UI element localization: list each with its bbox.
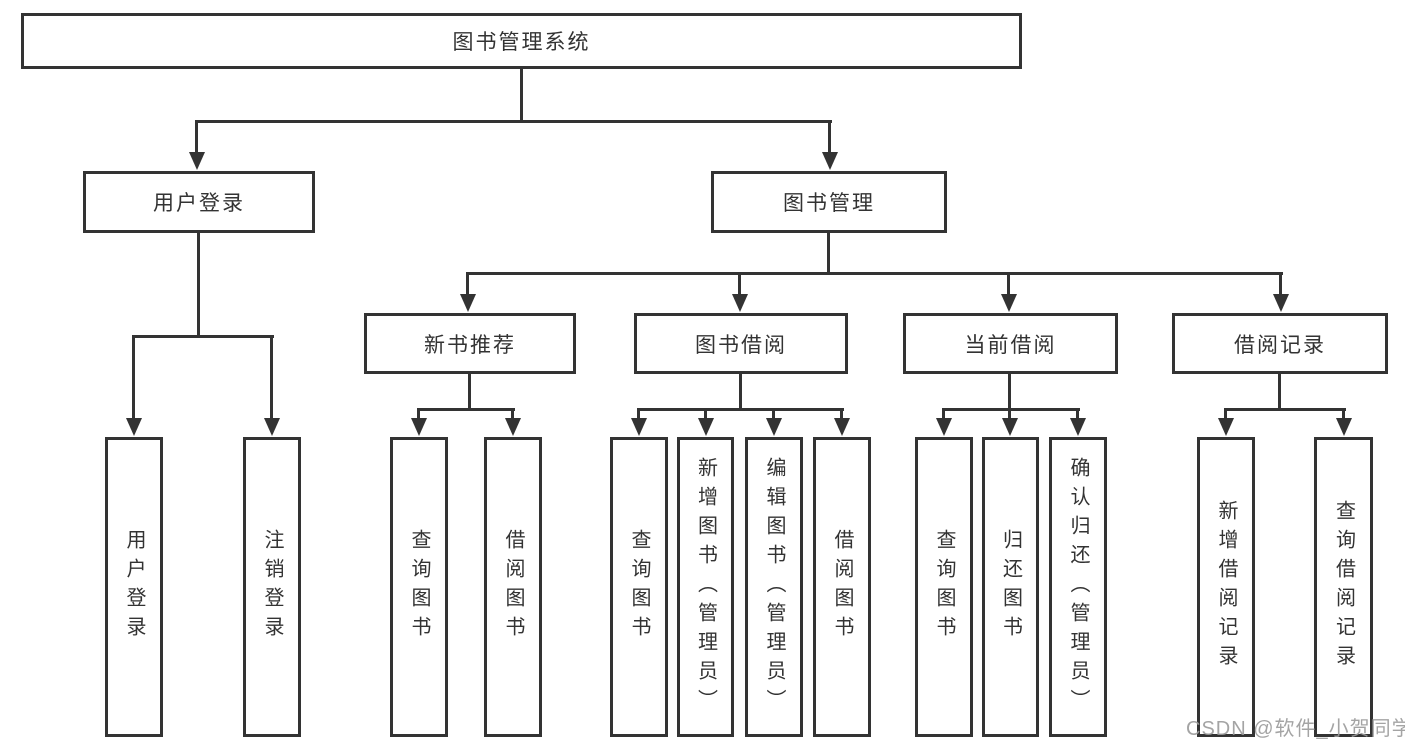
leaf-add-borrow-record: 新增借阅记录 (1197, 437, 1255, 737)
node-current-borrowing-label: 当前借阅 (964, 333, 1057, 357)
arrow-down-icon (264, 418, 280, 436)
node-book-management-branch-label: 图书管理 (783, 192, 875, 215)
leaf-query-books-1-label: 查询图书 (408, 529, 430, 645)
connector-line (637, 408, 844, 411)
connector-line (1008, 408, 1011, 420)
leaf-edit-books-admin: 编辑图书（管理员） (745, 437, 803, 737)
connector-line (1008, 374, 1011, 411)
arrow-down-icon (1070, 418, 1086, 436)
node-borrowing-records: 借阅记录 (1172, 313, 1388, 374)
leaf-confirm-return-admin: 确认归还（管理员） (1049, 437, 1107, 737)
leaf-user-login-label: 用户登录 (123, 529, 145, 645)
connector-line (1224, 408, 1227, 420)
connector-line (197, 233, 200, 338)
connector-line (466, 272, 1283, 275)
connector-line (511, 408, 514, 420)
leaf-borrow-books-2: 借阅图书 (813, 437, 871, 737)
connector-line (132, 335, 274, 338)
leaf-query-books-2: 查询图书 (610, 437, 668, 737)
connector-line (1342, 408, 1345, 420)
arrow-down-icon (822, 152, 838, 170)
arrow-down-icon (411, 418, 427, 436)
leaf-query-books-3-label: 查询图书 (933, 529, 955, 645)
connector-line (828, 120, 831, 154)
leaf-query-borrow-record: 查询借阅记录 (1314, 437, 1373, 737)
connector-line (637, 408, 640, 420)
arrow-down-icon (834, 418, 850, 436)
connector-line (772, 408, 775, 420)
node-book-borrowing: 图书借阅 (634, 313, 848, 374)
connector-line (270, 335, 273, 420)
leaf-confirm-return-admin-label: 确认归还（管理员） (1067, 456, 1089, 718)
leaf-borrow-books-1: 借阅图书 (484, 437, 542, 737)
arrow-down-icon (1336, 418, 1352, 436)
arrow-down-icon (1218, 418, 1234, 436)
connector-line (738, 272, 741, 296)
arrow-down-icon (936, 418, 952, 436)
connector-line (417, 408, 420, 420)
arrow-down-icon (460, 294, 476, 312)
arrow-down-icon (126, 418, 142, 436)
node-current-borrowing: 当前借阅 (903, 313, 1118, 374)
leaf-return-books-label: 归还图书 (999, 529, 1022, 645)
arrow-down-icon (698, 418, 714, 436)
connector-line (520, 69, 523, 123)
node-book-management-system-label: 图书管理系统 (452, 31, 591, 54)
connector-line (466, 272, 469, 296)
leaf-add-borrow-record-label: 新增借阅记录 (1215, 500, 1237, 674)
connector-line (417, 408, 515, 411)
leaf-logout-label: 注销登录 (261, 529, 283, 645)
leaf-query-borrow-record-label: 查询借阅记录 (1332, 500, 1355, 674)
connector-line (1007, 272, 1010, 296)
arrow-down-icon (732, 294, 748, 312)
node-user-login-branch: 用户登录 (83, 171, 315, 233)
connector-line (840, 408, 843, 420)
arrow-down-icon (1001, 294, 1017, 312)
leaf-borrow-books-1-label: 借阅图书 (502, 529, 524, 645)
leaf-query-books-3: 查询图书 (915, 437, 973, 737)
csdn-watermark: CSDN @软件_小贺同学 (1186, 718, 1405, 740)
connector-line (1224, 408, 1346, 411)
node-book-management-system: 图书管理系统 (21, 13, 1022, 69)
connector-line (704, 408, 707, 420)
connector-line (942, 408, 945, 420)
connector-line (942, 408, 1080, 411)
connector-line (739, 374, 742, 411)
leaf-user-login: 用户登录 (105, 437, 163, 737)
node-borrowing-records-label: 借阅记录 (1234, 333, 1326, 357)
connector-line (195, 120, 832, 123)
connector-line (1076, 408, 1079, 420)
arrow-down-icon (189, 152, 205, 170)
leaf-borrow-books-2-label: 借阅图书 (831, 529, 853, 645)
connector-line (132, 335, 135, 420)
leaf-query-books-1: 查询图书 (390, 437, 448, 737)
connector-line (468, 374, 471, 411)
node-new-book-recommendation: 新书推荐 (364, 313, 576, 374)
node-user-login-branch-label: 用户登录 (153, 192, 245, 215)
leaf-add-books-admin-label: 新增图书（管理员） (694, 456, 717, 718)
node-book-borrowing-label: 图书借阅 (695, 333, 787, 357)
leaf-return-books: 归还图书 (982, 437, 1039, 737)
arrow-down-icon (1002, 418, 1018, 436)
leaf-add-books-admin: 新增图书（管理员） (677, 437, 734, 737)
node-new-book-recommendation-label: 新书推荐 (424, 333, 516, 357)
arrow-down-icon (631, 418, 647, 436)
leaf-query-books-2-label: 查询图书 (628, 529, 650, 645)
arrow-down-icon (1273, 294, 1289, 312)
arrow-down-icon (505, 418, 521, 436)
connector-line (195, 120, 198, 154)
connector-line (1279, 272, 1282, 296)
node-book-management-branch: 图书管理 (711, 171, 947, 233)
arrow-down-icon (766, 418, 782, 436)
leaf-edit-books-admin-label: 编辑图书（管理员） (763, 456, 785, 718)
leaf-logout: 注销登录 (243, 437, 301, 737)
connector-line (827, 233, 830, 275)
connector-line (1278, 374, 1281, 411)
